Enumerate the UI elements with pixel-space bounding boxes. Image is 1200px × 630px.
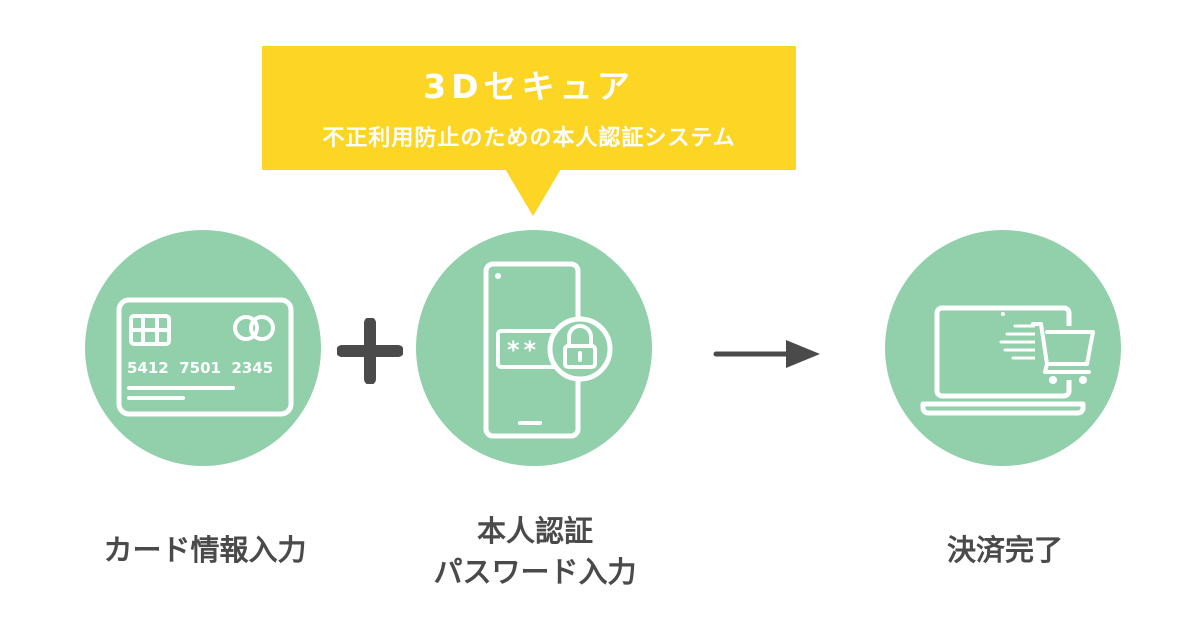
laptop-cart-icon	[920, 305, 1095, 416]
arrow-right-icon	[713, 340, 820, 368]
callout-pointer	[505, 169, 561, 216]
card-number-text: 5412 7501 2345	[127, 359, 273, 377]
step-auth-circle: **	[416, 230, 652, 466]
callout-banner: 3Dセキュア 不正利用防止のための本人認証システム	[262, 46, 796, 170]
credit-card-icon: 5412 7501 2345	[116, 297, 294, 417]
speed-lines-icon	[999, 324, 1039, 360]
callout-subtitle: 不正利用防止のための本人認証システム	[322, 126, 736, 151]
smartphone-lock-icon: **	[483, 261, 613, 439]
step-label-card-input: カード情報入力	[103, 533, 307, 567]
plus-icon	[337, 318, 403, 384]
callout-title: 3Dセキュア	[423, 67, 635, 106]
card-brand-icon	[233, 315, 275, 341]
lock-icon	[547, 316, 613, 382]
shopping-cart-icon	[1031, 322, 1095, 384]
card-chip-icon	[129, 314, 171, 346]
step-label-auth-line2: パスワード入力	[433, 555, 637, 589]
password-mask-text: **	[507, 336, 540, 364]
step-label-complete: 決済完了	[946, 533, 1063, 567]
step-label-auth-line1: 本人認証	[476, 514, 593, 548]
step-complete-circle	[885, 230, 1121, 466]
step-card-circle: 5412 7501 2345	[85, 230, 321, 466]
